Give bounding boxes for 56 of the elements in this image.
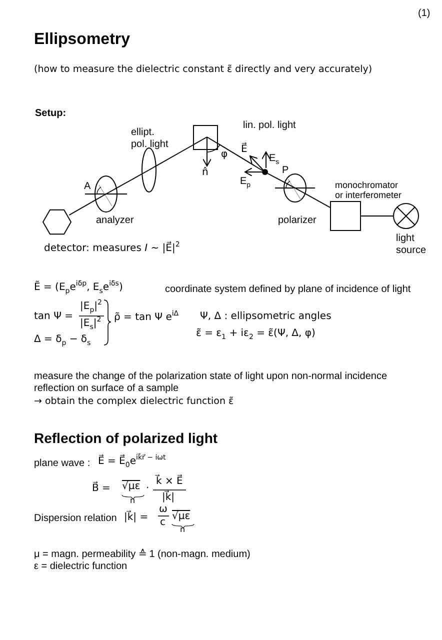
note: Ψ, Δ : ellipsometric angles	[200, 311, 332, 323]
formula: c	[160, 517, 166, 529]
sample-box	[193, 125, 218, 150]
light-beam	[267, 172, 286, 184]
formula: k⃗ × E⃗	[156, 476, 183, 488]
monochromator-caption: monochromator or interferometer	[335, 180, 403, 200]
monochromator-box	[330, 201, 361, 231]
section-label: Setup:	[35, 108, 66, 120]
polarization-ellipse	[142, 148, 156, 192]
light-beam	[155, 144, 194, 167]
vector-label: E⃗	[241, 144, 248, 156]
formula: √με	[172, 511, 190, 523]
detector-hexagon	[43, 208, 71, 236]
formula-label: Dispersion relation	[34, 513, 117, 525]
formula: |E$_{p}$|$^{2}$	[80, 301, 102, 313]
formula-label: plane wave :	[34, 458, 90, 470]
section-heading: Reflection of polarized light	[34, 430, 218, 447]
light-beam	[116, 173, 143, 189]
detector-caption: detector: measures I ~ |E⃗|$^{2}$	[44, 243, 180, 255]
formula: |E$_{s}$|$^{2}$	[80, 318, 102, 330]
ellipse-caption: ellipt. pol. light	[131, 127, 170, 151]
page-title: Ellipsometry	[34, 30, 130, 49]
beam-point	[262, 169, 268, 175]
description: → obtain the complex dielectric function ε̃	[34, 396, 234, 408]
formula: ·	[146, 483, 150, 495]
polarizer-letter: P	[282, 165, 289, 177]
formula: ε̃ = ε$_{1}$ + iε$_{2}$ = ε̃(Ψ, Δ, φ)	[196, 328, 316, 340]
formula: |k⃗|	[162, 492, 175, 504]
formula: tan Ψ =	[34, 311, 73, 323]
light-source-symbol	[393, 203, 419, 229]
light-beam	[218, 143, 263, 171]
beam-label: lin. pol. light	[243, 120, 296, 132]
formula: |k⃗| =	[124, 512, 148, 524]
page-number: (1)	[418, 8, 430, 20]
analyzer-letter: A	[84, 181, 91, 193]
light-beam	[304, 193, 330, 208]
polarizer-drawing	[85, 176, 127, 212]
formula: B⃗ =	[92, 483, 110, 495]
formula: ω	[159, 504, 168, 516]
formula: √με	[122, 481, 140, 493]
definition: ε = dielectric function	[34, 561, 128, 573]
vector-label: n̂	[202, 167, 208, 179]
angle-label: φ	[221, 149, 228, 161]
note: coordinate system defined by plane of incidence of light	[165, 284, 411, 296]
vector-label: E$_{s}$	[269, 153, 280, 165]
subtitle: (how to measure the dielectric constant ε̃ directly and very accurately)	[34, 64, 372, 76]
description: measure the change of the polarization state of light upon non-normal incidence reflection on surface of a sample	[34, 371, 388, 395]
vector-label: E$_{p}$	[240, 176, 251, 188]
formula: ρ̃ = tan Ψ e$^{iΔ}$	[114, 312, 179, 324]
polarizer-caption: polarizer	[278, 215, 316, 227]
formula: Ẽ = (E$_{p}$e$^{iδp}$, E$_{s}$e$^{iδs}$)	[34, 282, 123, 294]
formula: Δ = δ$_{p}$ − δ$_{s}$	[34, 334, 91, 346]
polarizer-drawing	[275, 174, 315, 202]
analyzer-caption: analyzer	[96, 215, 134, 227]
light-beam	[68, 199, 96, 216]
definition: μ = magn. permeability ≙ 1 (non-magn. medium)	[34, 549, 250, 561]
